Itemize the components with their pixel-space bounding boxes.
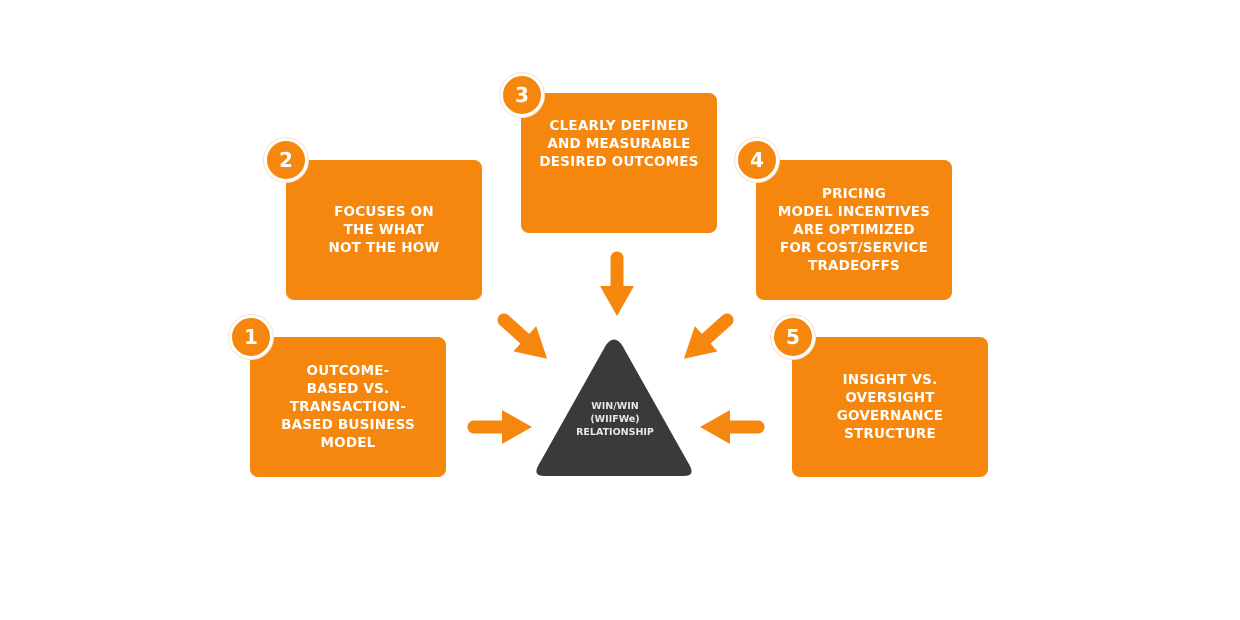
arrow-down-icon [600, 258, 634, 316]
number-badge-2: 2 [264, 138, 308, 182]
item-text: FOCUSES ON THE WHAT NOT THE HOW [328, 204, 440, 256]
arrow-diagonal-right-icon [493, 307, 559, 371]
item-box-4: PRICING MODEL INCENTIVES ARE OPTIMIZED F… [756, 160, 952, 300]
number-badge-1: 1 [229, 315, 273, 359]
number-badge-5: 5 [771, 315, 815, 359]
arrow-diagonal-left-icon [673, 307, 739, 371]
number-badge-4: 4 [735, 138, 779, 182]
center-label: WIN/WIN (WIIFWe) RELATIONSHIP [576, 401, 654, 438]
item-box-3: CLEARLY DEFINED AND MEASURABLE DESIRED O… [521, 93, 717, 233]
arrow-right-icon [474, 410, 532, 444]
item-text: INSIGHT VS. OVERSIGHT GOVERNANCE STRUCTU… [836, 372, 944, 442]
item-box-2: FOCUSES ON THE WHAT NOT THE HOW [286, 160, 482, 300]
item-text: CLEARLY DEFINED AND MEASURABLE DESIRED O… [539, 118, 699, 170]
item-text: PRICING MODEL INCENTIVES ARE OPTIMIZED F… [777, 186, 931, 274]
number-badge-3: 3 [500, 73, 544, 117]
item-box-1: OUTCOME- BASED VS. TRANSACTION- BASED BU… [250, 337, 446, 477]
item-box-5: INSIGHT VS. OVERSIGHT GOVERNANCE STRUCTU… [792, 337, 988, 477]
center-triangle [536, 339, 692, 476]
item-text: OUTCOME- BASED VS. TRANSACTION- BASED BU… [281, 363, 415, 451]
arrow-left-icon [700, 410, 758, 444]
